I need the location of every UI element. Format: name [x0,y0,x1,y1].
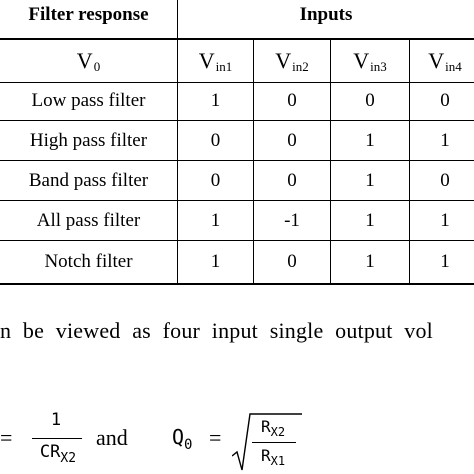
row-label: Band pass filter [28,169,149,191]
table-cell: 1 [440,129,450,151]
q0-symbol: Q0 [172,425,193,453]
header-inputs: Inputs [299,4,353,25]
q-equals-sign: = [209,425,222,450]
fraction-denominator: CRX2 [39,442,77,466]
equals-sign: = [0,425,13,450]
table-cell: 0 [287,129,297,151]
table-cell: 0 [210,169,221,191]
table-cell: 0 [287,251,297,272]
table-cell: 1 [365,209,375,231]
table-cell: 0 [287,90,297,111]
table-cell: -1 [284,209,300,231]
table-cell: 0 [365,90,375,111]
table-cell: 0 [440,90,450,111]
sqrt-symbol [232,413,302,471]
table-cell: 1 [210,90,221,111]
table-cell: 1 [365,129,375,151]
row-label: High pass filter [29,129,148,151]
row-label: All pass filter [36,209,141,231]
table-cell: 0 [287,169,297,191]
sqrt-denominator: RX1 [260,446,286,468]
row-label: Notch filter [44,251,133,272]
sqrt-numerator: RX2 [260,417,286,439]
table-cell: 0 [210,129,221,151]
fraction-numerator: 1 [50,410,62,430]
and-word: and [96,425,128,450]
table-cell: 1 [210,251,221,272]
table-cell: 1 [365,169,375,191]
equation: = 1 CRX2 and Q0 = RX2 RX1 [0,408,474,474]
header-filter-response: Filter response [28,4,149,25]
row-label: Low pass filter [31,90,146,111]
body-paragraph: n be viewed as four input single output … [0,318,433,343]
table-cell: 1 [440,251,450,272]
table-cell: 1 [365,251,375,272]
table-cell: 1 [210,209,221,231]
table-cell: 1 [440,209,450,231]
table-cell: 0 [440,169,450,191]
